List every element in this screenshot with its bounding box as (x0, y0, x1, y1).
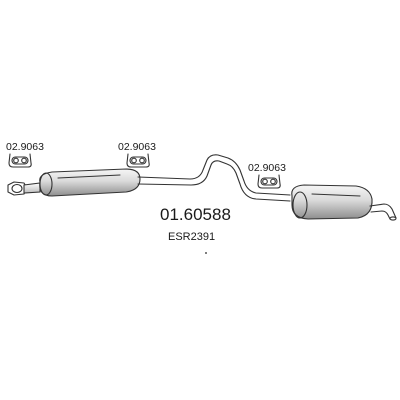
rear-silencer (291, 184, 373, 220)
cross-reference-number: ESR2391 (168, 231, 215, 243)
intermediate-pipe (137, 154, 291, 196)
rubber-hanger-3-icon (257, 174, 281, 189)
hanger-1-label: 02.9063 (6, 141, 44, 153)
centre-silencer (39, 168, 141, 197)
exhaust-pipe-assembly (7, 154, 397, 221)
inlet-pipe (23, 182, 41, 194)
hanger-3-label: 02.9063 (248, 162, 286, 174)
tail-pipe (369, 203, 397, 219)
rubber-hanger-1-icon (8, 153, 32, 168)
rubber-hanger-2-icon (126, 153, 150, 168)
hanger-3: 02.9063 (248, 162, 286, 189)
part-number: 01.60588 (160, 205, 231, 224)
hanger-1: 02.9063 (6, 141, 44, 168)
hanger-2-label: 02.9063 (118, 141, 156, 153)
dot-marker (205, 252, 207, 254)
hanger-2: 02.9063 (118, 141, 156, 168)
